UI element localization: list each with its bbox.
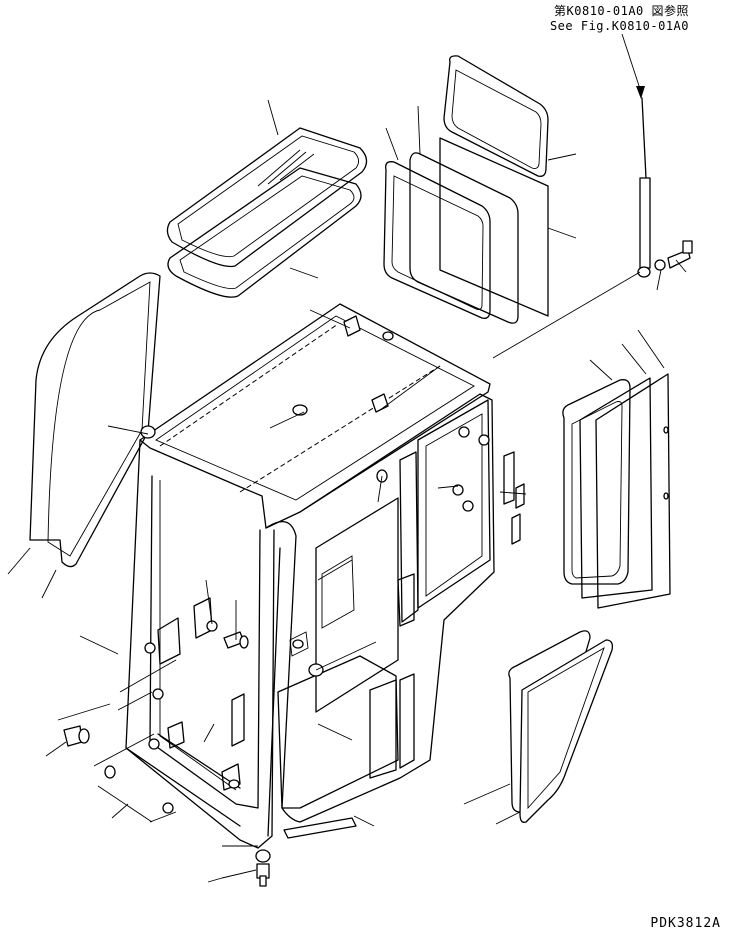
reference-arrow <box>621 33 645 99</box>
lower-door-glass <box>463 630 614 825</box>
reference-note-english: See Fig.K0810-01A0 <box>549 19 689 33</box>
rear-window <box>383 55 577 324</box>
front-window-seal <box>7 272 161 599</box>
left-fasteners <box>45 703 177 823</box>
bottom-fasteners <box>207 845 271 887</box>
leader-lines <box>79 309 527 827</box>
drawing-code: PDK3812A <box>650 916 721 931</box>
roof-seal <box>167 167 362 298</box>
reference-note-japanese: 第K0810-01A0 図参照 <box>554 4 689 18</box>
roof-glass <box>166 99 368 268</box>
pillar-bolt <box>223 631 249 649</box>
door-window-set <box>562 329 671 609</box>
cab-frame <box>125 303 525 849</box>
antenna <box>492 97 693 359</box>
